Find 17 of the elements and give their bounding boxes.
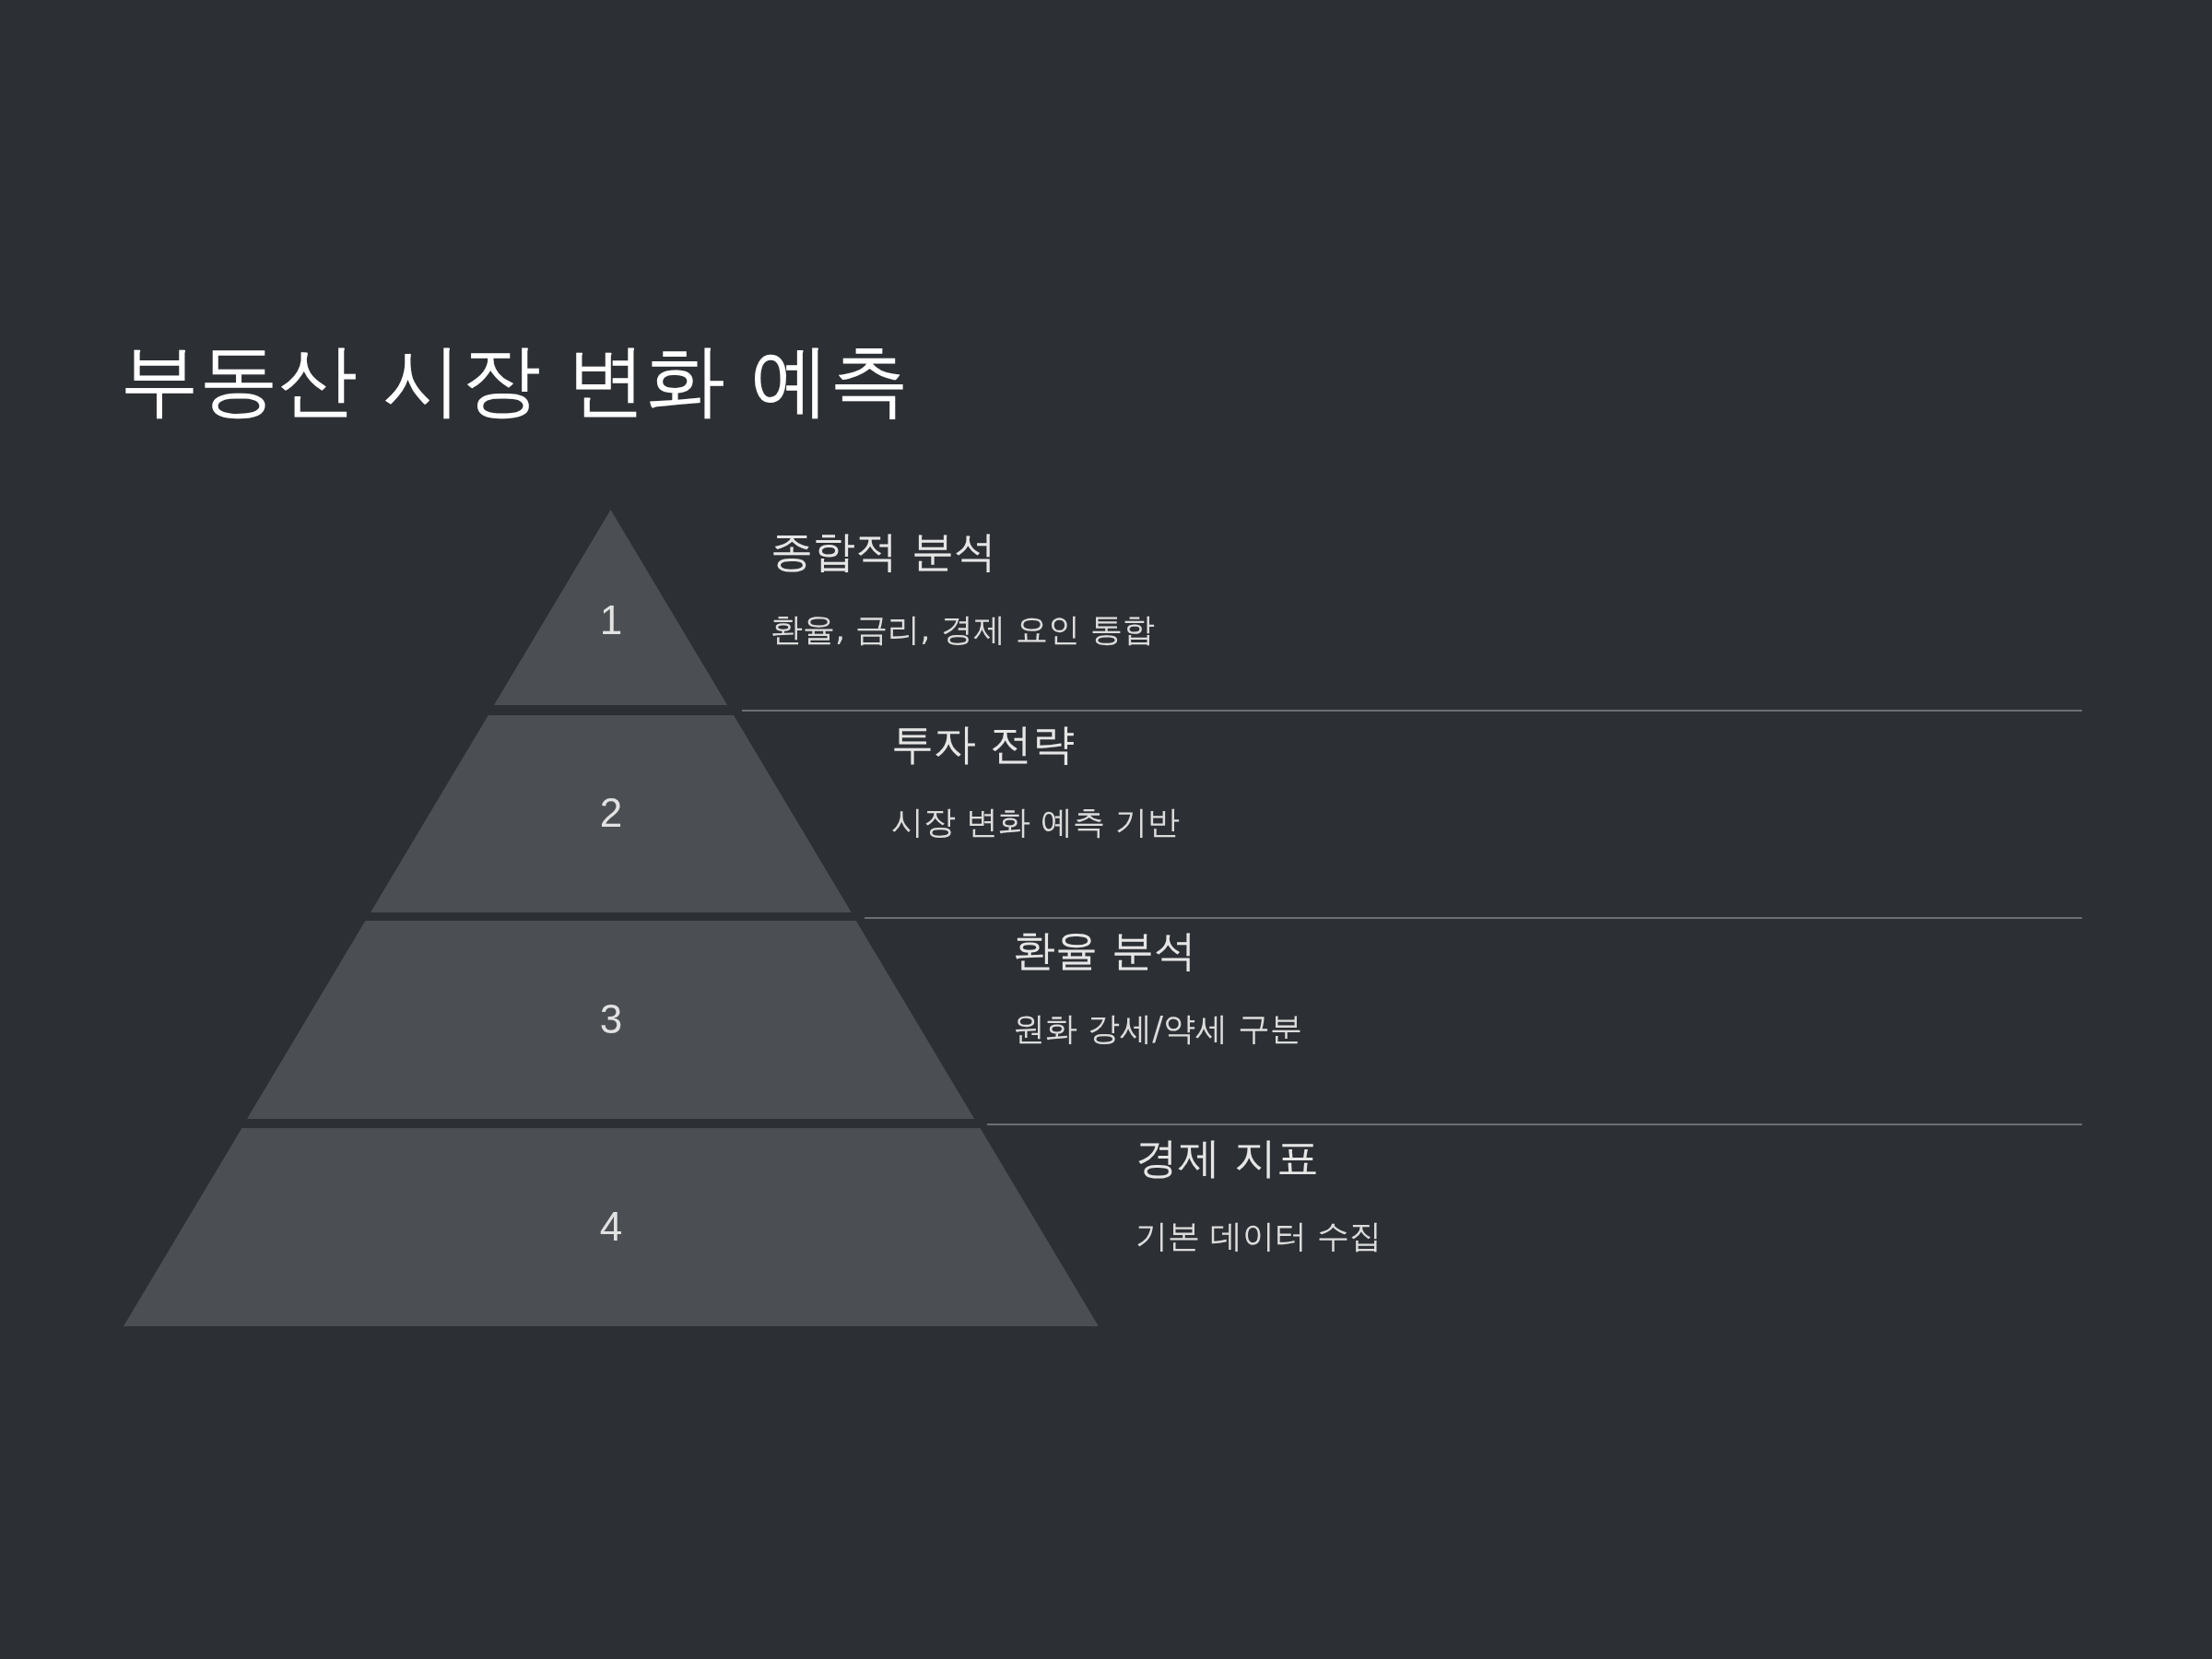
pyramid-tier — [247, 921, 975, 1119]
tier-number: 2 — [599, 790, 623, 836]
tier-number: 1 — [599, 597, 623, 643]
tier-heading: 환율 분석 — [1013, 924, 1196, 977]
tier-description: 원화 강세/약세 구분 — [1013, 1008, 1303, 1049]
pyramid-tier — [494, 510, 728, 705]
tier-heading: 경제 지표 — [1135, 1131, 1319, 1184]
tier-description: 환율, 금리, 경제 요인 통합 — [771, 610, 1155, 650]
title: 부동산 시장 변화 예측 — [120, 333, 909, 428]
tier-heading: 종합적 분석 — [771, 525, 996, 578]
pyramid-tier — [371, 715, 852, 912]
pyramid-tier — [124, 1128, 1099, 1326]
tier-description: 시장 변화 예측 기반 — [891, 803, 1181, 842]
tier-number: 3 — [599, 995, 623, 1042]
tier-number: 4 — [599, 1203, 623, 1250]
tier-heading: 투자 전략 — [891, 718, 1075, 771]
tier-description: 기본 데이터 수집 — [1135, 1216, 1382, 1256]
